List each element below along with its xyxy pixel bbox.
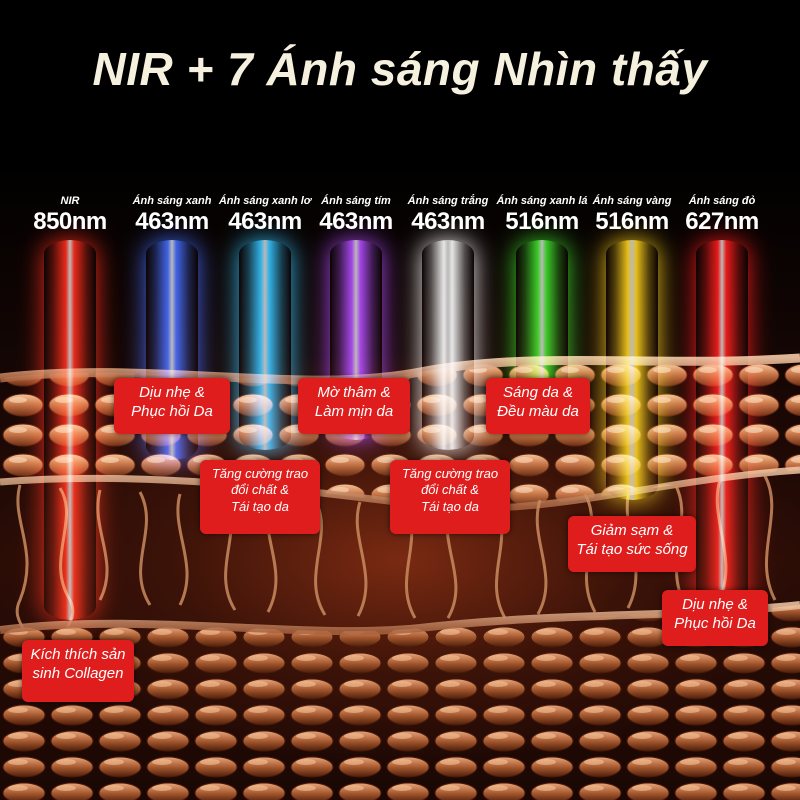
light-wavelength-7: 627nm bbox=[685, 208, 759, 235]
light-name-1: Ánh sáng xanh bbox=[132, 195, 212, 207]
light-wavelength-1: 463nm bbox=[135, 208, 209, 235]
light-beam-2 bbox=[239, 240, 291, 450]
light-wavelength-3: 463nm bbox=[319, 208, 393, 235]
light-wavelength-4: 463nm bbox=[411, 208, 485, 235]
page-title: NIR + 7 Ánh sáng Nhìn thấy bbox=[92, 43, 708, 95]
light-beam-6 bbox=[606, 240, 658, 500]
light-wavelength-2: 463nm bbox=[228, 208, 302, 235]
light-name-2: Ánh sáng xanh lơ bbox=[218, 195, 312, 207]
light-name-6: Ánh sáng vàng bbox=[592, 195, 672, 207]
badge-blue-light: Dịu nhẹ &Phục hồi Da bbox=[114, 378, 230, 434]
badge-purple-light: Mờ thâm &Làm mịn da bbox=[298, 378, 410, 434]
light-wavelength-0: 850nm bbox=[33, 208, 107, 235]
light-name-3: Ánh sáng tím bbox=[321, 195, 391, 207]
badge-green-light: Sáng da &Đều màu da bbox=[486, 378, 590, 434]
light-beam-0 bbox=[44, 240, 96, 620]
light-beam-4 bbox=[422, 240, 474, 450]
light-name-4: Ánh sáng trắng bbox=[407, 195, 489, 207]
badge-yellow-light: Giảm sạm &Tái tạo sức sống bbox=[568, 516, 696, 572]
light-name-0: NIR bbox=[60, 195, 80, 207]
light-name-5: Ánh sáng xanh lá bbox=[496, 195, 588, 207]
light-wavelength-6: 516nm bbox=[595, 208, 669, 235]
badge-red-light: Dịu nhẹ &Phục hồi Da bbox=[662, 590, 768, 646]
light-wavelength-5: 516nm bbox=[505, 208, 579, 235]
light-name-7: Ánh sáng đỏ bbox=[688, 195, 756, 207]
light-beam-7 bbox=[696, 240, 748, 620]
dermis-layer bbox=[0, 605, 800, 800]
